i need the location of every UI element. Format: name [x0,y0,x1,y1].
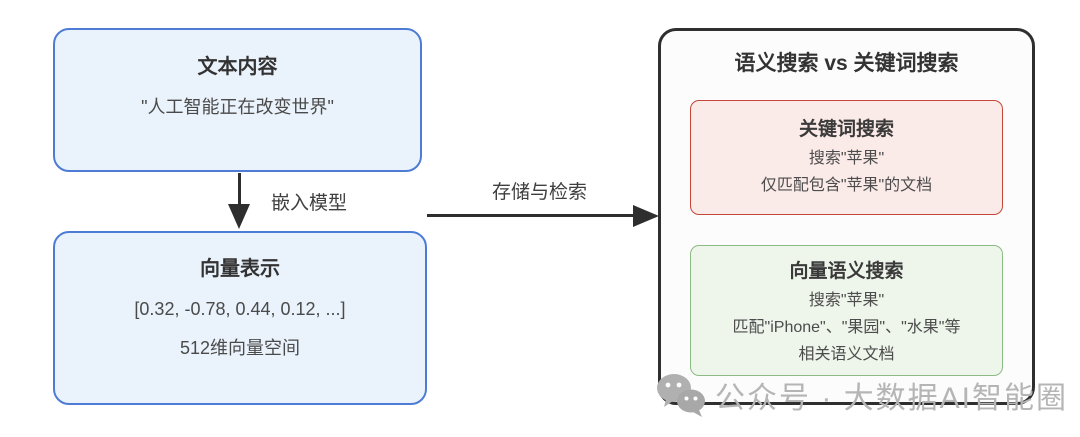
embed-arrow-line [238,173,241,205]
store-arrow-head-icon [633,205,659,227]
text-content-title: 文本内容 [197,56,278,78]
text-content-sentence: "人工智能正在改变世界" [141,97,334,117]
keyword-search-box: 关键词搜索 搜索"苹果" 仅匹配包含"苹果"的文档 [690,100,1003,215]
watermark: 公众号 · 大数据AI智能圈 [655,372,1068,418]
vector-values: [0.32, -0.78, 0.44, 0.12, ...] [134,299,346,319]
semantic-search-title: 向量语义搜索 [789,261,904,282]
wechat-icon [657,374,705,417]
keyword-search-title: 关键词搜索 [798,119,894,140]
embed-arrow-label: 嵌入模型 [271,193,348,214]
keyword-search-line: 搜索"苹果" [808,150,885,167]
watermark-text: 公众号 · 大数据AI智能圈 [715,382,1069,415]
semantic-search-line: 搜索"苹果" [808,292,885,309]
vector-dimension: 512维向量空间 [179,338,301,358]
semantic-search-line: 匹配"iPhone"、"果园"、"水果"等 [732,319,961,336]
embed-arrow-head-icon [228,204,250,229]
semantic-search-line: 相关语义文档 [798,346,895,363]
text-content-box: 文本内容 "人工智能正在改变世界" [53,28,422,172]
comparison-panel-title: 语义搜索 vs 关键词搜索 [734,52,959,75]
store-arrow-line [427,214,635,217]
semantic-search-box: 向量语义搜索 搜索"苹果" 匹配"iPhone"、"果园"、"水果"等 相关语义… [690,245,1003,376]
keyword-search-line: 仅匹配包含"苹果"的文档 [760,177,933,194]
store-arrow-label: 存储与检索 [492,182,588,203]
vector-box-title: 向量表示 [200,258,280,280]
vector-representation-box: 向量表示 [0.32, -0.78, 0.44, 0.12, ...] 512维… [53,231,427,405]
comparison-panel: 语义搜索 vs 关键词搜索 关键词搜索 搜索"苹果" 仅匹配包含"苹果"的文档 … [658,28,1035,405]
